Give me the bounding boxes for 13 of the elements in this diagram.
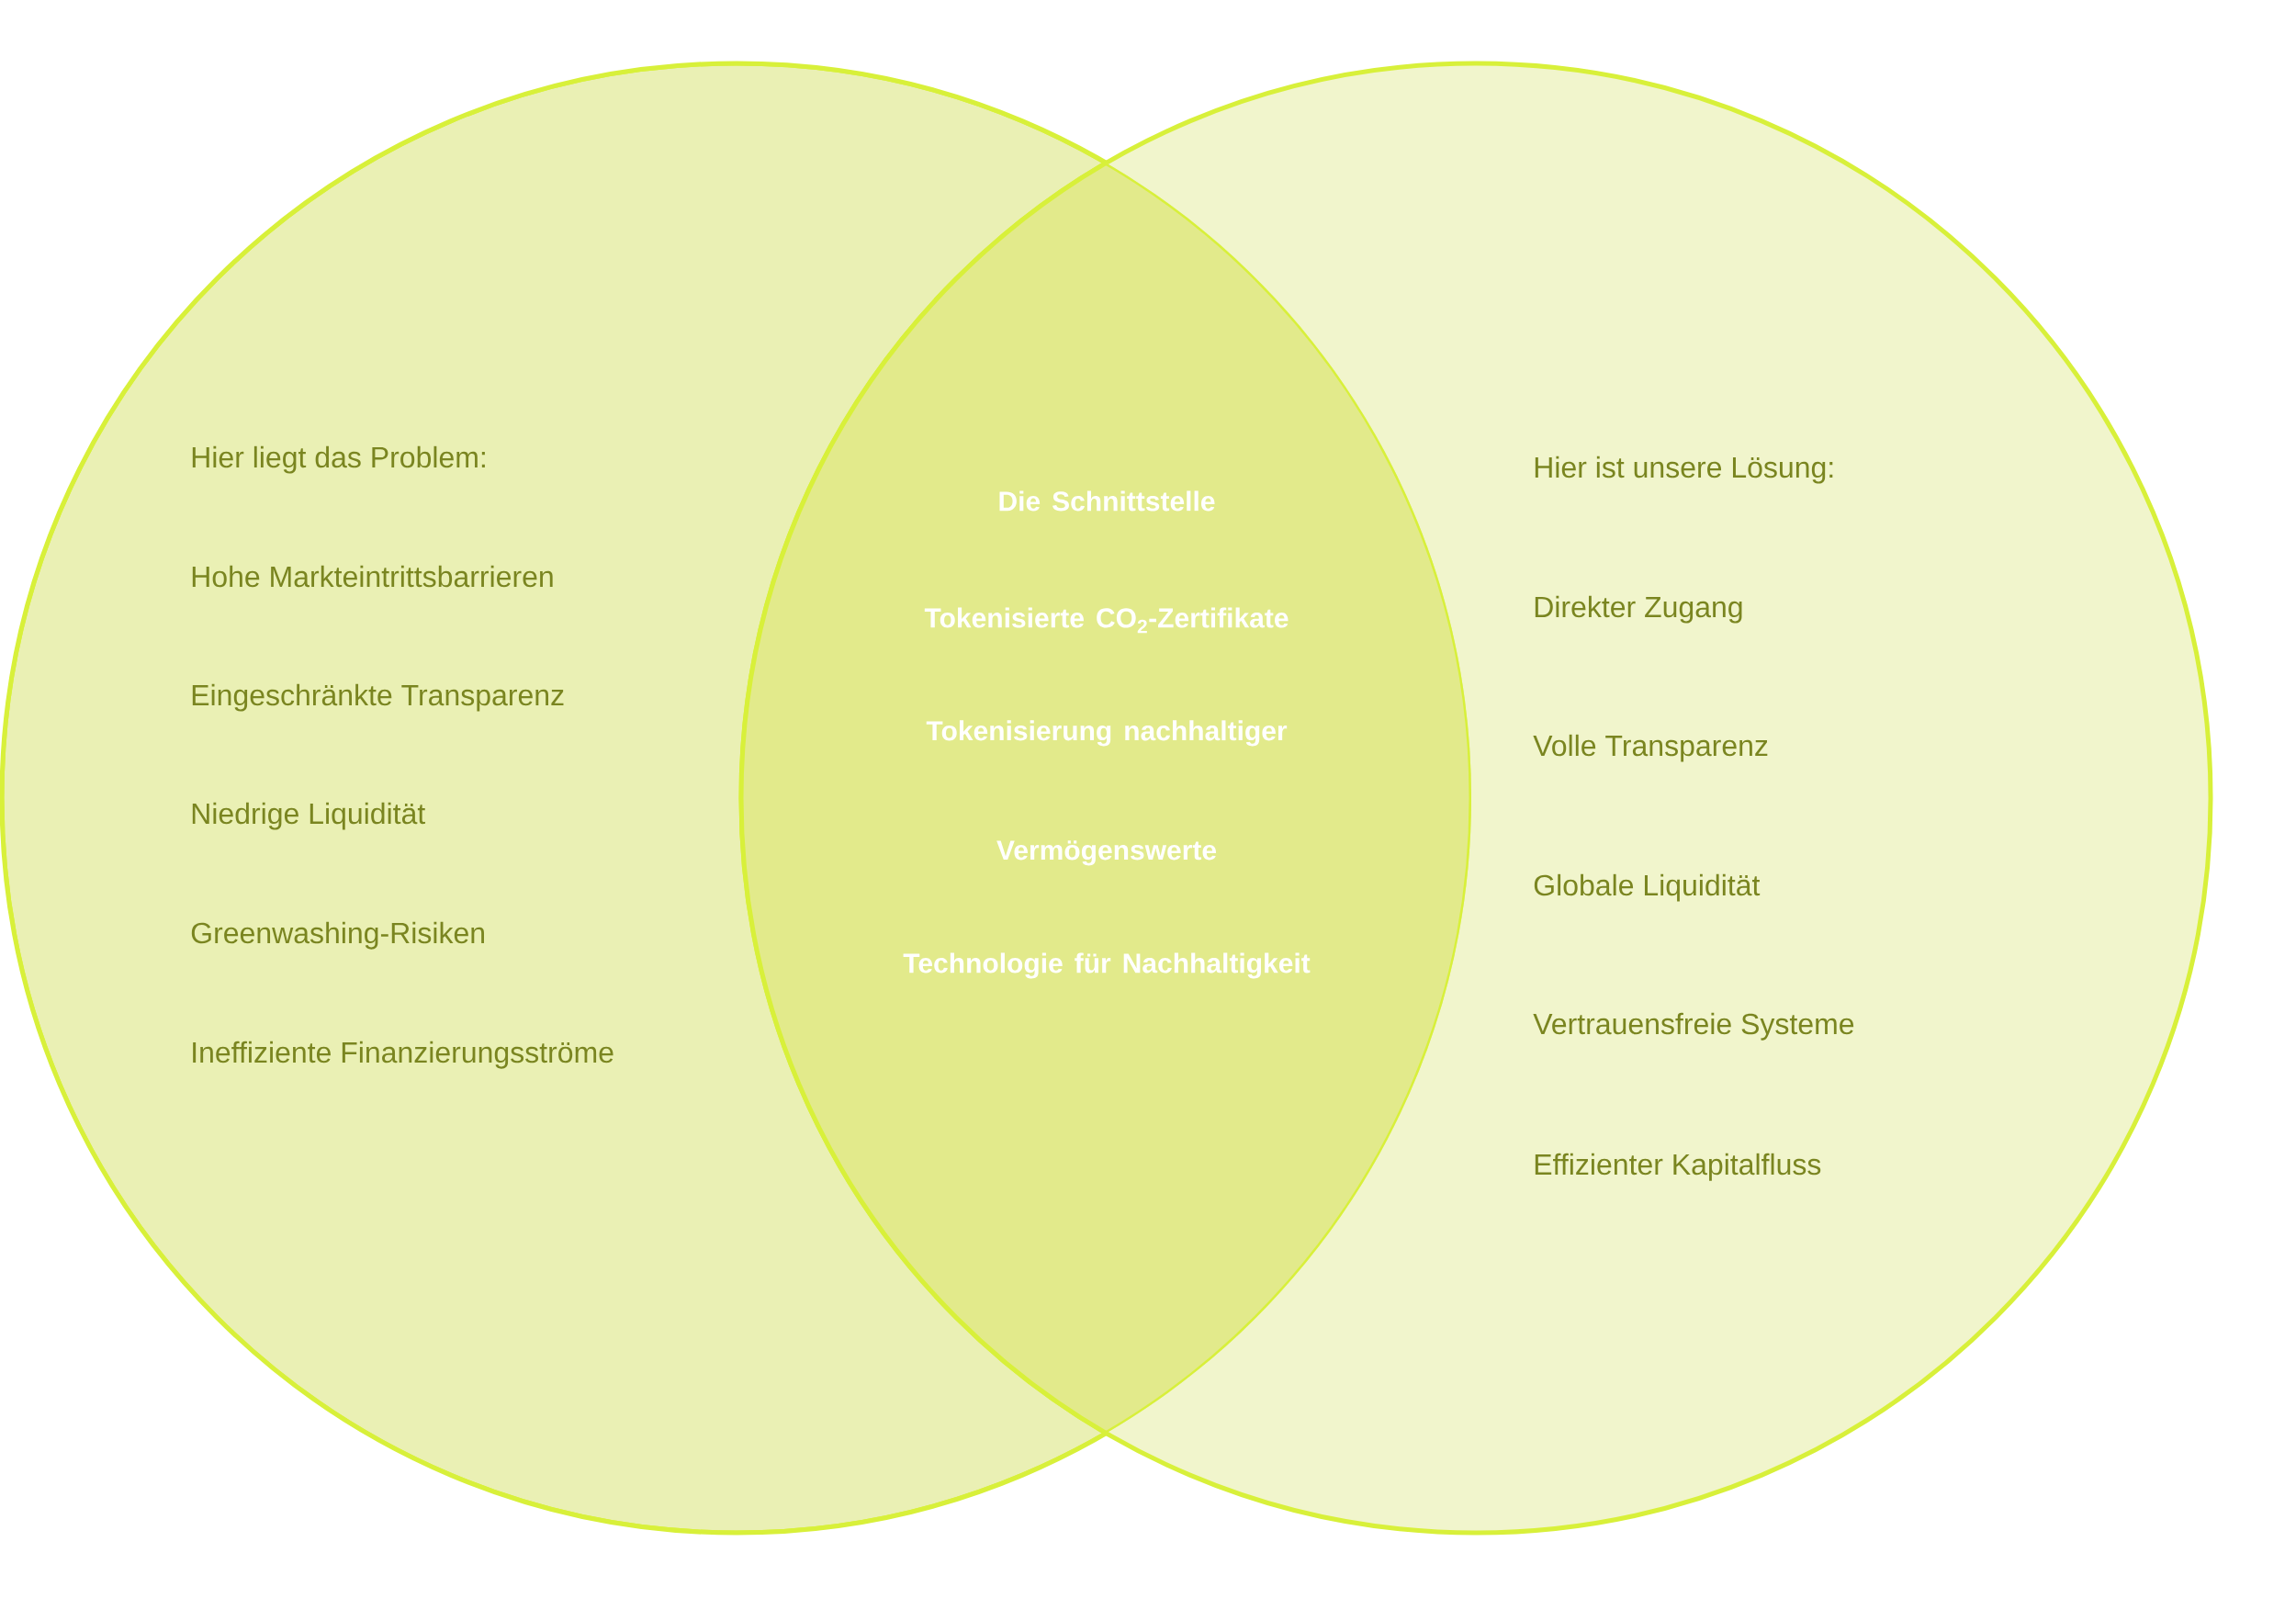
list-heading: Hier liegt das Problem: [192, 445, 485, 474]
list-item: Vertrauensfreie Systeme [1533, 1012, 1854, 1041]
list-item: Volle Transparenz [1533, 734, 1768, 762]
list-item: Niedrige Liquidität [192, 802, 426, 830]
list-item: Eingeschränkte Transparenz [192, 683, 564, 712]
list-item: Hohe Markteintrittsbarrieren [192, 565, 553, 588]
list-item: Direkter Zugang [1535, 595, 1742, 624]
list-item: Ineffiziente Finanzierungsströme [193, 1041, 613, 1069]
list-item: Effizienter Kapitalfluss [1535, 1153, 1821, 1181]
list-item: Greenwashing-Risiken [191, 921, 484, 950]
list-item: Globale Liquidität [1534, 873, 1761, 902]
venn-circle [738, 61, 2213, 1536]
list-heading: Hier ist unsere Lösung: [1535, 456, 1833, 484]
